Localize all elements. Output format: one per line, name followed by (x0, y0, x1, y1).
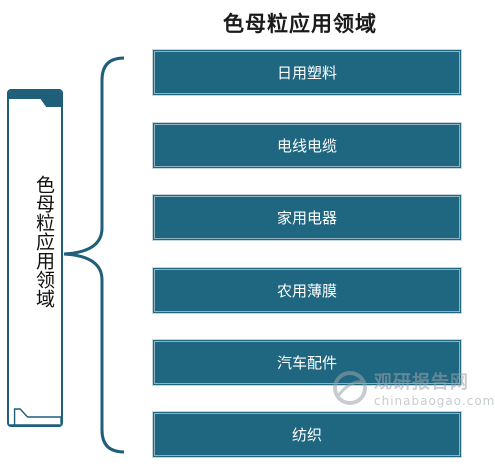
watermark: 观研报告网 chinabaogao.com (330, 368, 494, 418)
branch-box: 农用薄膜 (152, 267, 462, 314)
root-card-cap (9, 91, 61, 107)
branch-box: 电线电缆 (152, 122, 462, 169)
root-card-foot (9, 408, 61, 425)
watermark-logo-icon (333, 371, 367, 405)
branch-box: 纺织 (152, 411, 462, 458)
root-label: 色母粒应用领域 (33, 175, 55, 308)
watermark-text: 观研报告网 (374, 372, 469, 393)
watermark-url: chinabaogao.com (374, 394, 495, 408)
diagram-title: 色母粒应用领域 (223, 11, 377, 36)
brace-connector (63, 56, 125, 454)
branch-box: 汽车配件 (152, 339, 462, 386)
branch-box: 家用电器 (152, 194, 462, 241)
branch-box: 日用塑料 (152, 49, 462, 96)
root-card: 色母粒应用领域 (7, 89, 63, 427)
